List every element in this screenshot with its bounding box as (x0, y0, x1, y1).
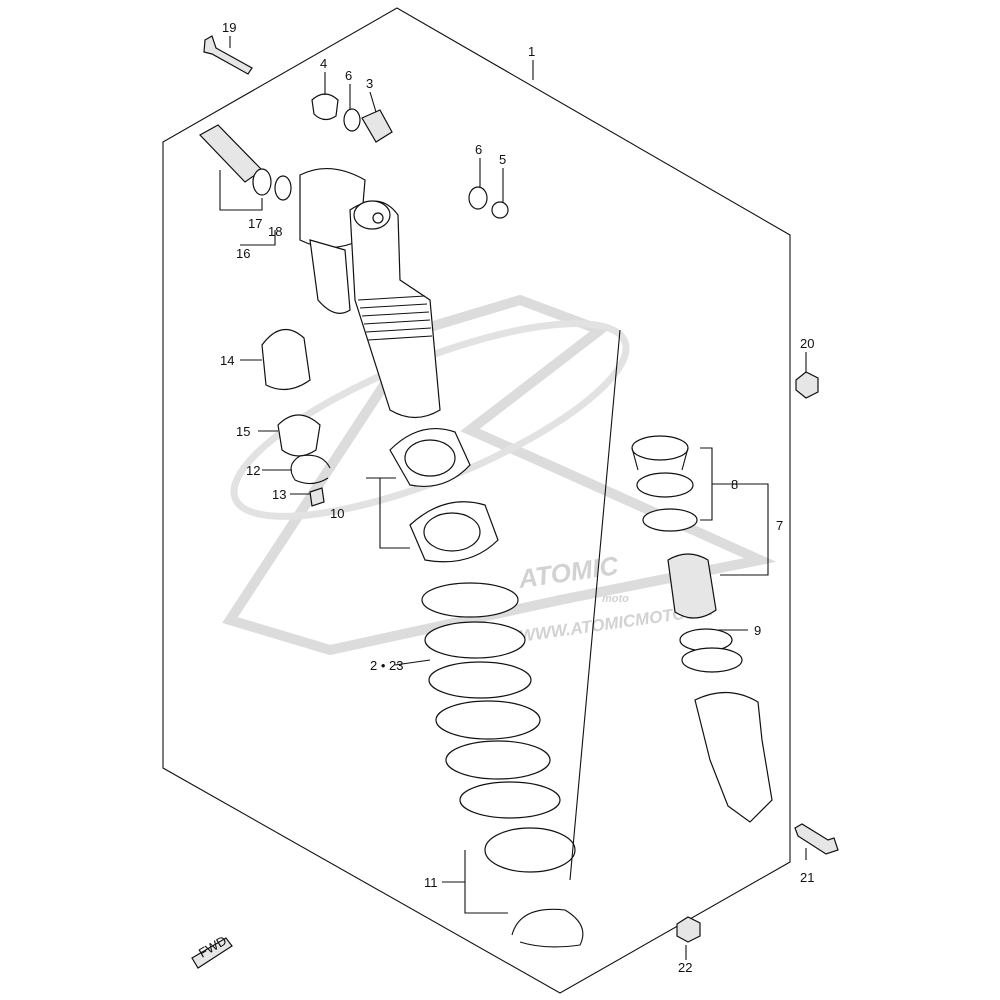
callout-9: 9 (754, 623, 761, 638)
callout-8: 8 (731, 477, 738, 492)
callout-15: 15 (236, 424, 250, 439)
bump-rubber-8-a (631, 435, 689, 461)
seal-6-upper (343, 108, 361, 132)
callout-16: 16 (236, 246, 250, 261)
callout-1: 1 (528, 44, 535, 59)
callout-7: 7 (776, 518, 783, 533)
oring-18 (274, 175, 292, 201)
fwd-marker: FWD (191, 933, 233, 969)
seal-6-right (468, 186, 488, 210)
bump-rubber-8-c (642, 508, 698, 532)
callout-6-right: 6 (475, 142, 482, 157)
callout-17: 17 (248, 216, 262, 231)
assembly-outline (162, 7, 791, 994)
bearing-3 (361, 109, 393, 143)
callout-3: 3 (366, 76, 373, 91)
callout-13: 13 (272, 487, 286, 502)
callout-2-23: 2 • 23 (370, 658, 403, 673)
bolt-19 (203, 35, 253, 75)
valve-13 (309, 487, 325, 507)
cap-14 (261, 329, 311, 391)
callout-5: 5 (499, 152, 506, 167)
reservoir-cap-15 (277, 414, 321, 457)
coil-spring (421, 582, 561, 819)
callout-6-upper: 6 (345, 68, 352, 83)
circlip-12 (290, 454, 331, 485)
spring-seat-11 (484, 827, 576, 873)
lower-clevis (694, 691, 773, 823)
callout-22: 22 (678, 960, 692, 975)
oring-17 (252, 168, 272, 196)
callout-14: 14 (220, 353, 234, 368)
collar-4 (311, 93, 339, 121)
nut-20 (795, 371, 819, 399)
callout-12: 12 (246, 463, 260, 478)
callout-4: 4 (320, 56, 327, 71)
callout-20: 20 (800, 336, 814, 351)
reservoir-body (309, 239, 351, 314)
callout-19: 19 (222, 20, 236, 35)
callout-10: 10 (330, 506, 344, 521)
callout-18: 18 (268, 224, 282, 239)
bolt-21 (794, 823, 839, 855)
watermark-sub: moto (602, 593, 629, 605)
callout-11: 11 (424, 875, 438, 890)
shock-body (299, 167, 441, 419)
leader-lines (219, 36, 807, 960)
stopper-ring-11 (511, 908, 584, 948)
rod-piston (667, 553, 717, 619)
upper-eye (353, 200, 391, 230)
callouts: 1 19 4 6 3 6 5 17 18 16 20 14 15 12 13 1… (220, 20, 814, 975)
nut-22 (676, 916, 701, 943)
adjuster-16 (199, 124, 263, 183)
rod-assembly (631, 435, 773, 823)
callout-21: 21 (800, 870, 814, 885)
bump-rubber-8-b (636, 472, 694, 498)
washer-5 (491, 201, 509, 219)
